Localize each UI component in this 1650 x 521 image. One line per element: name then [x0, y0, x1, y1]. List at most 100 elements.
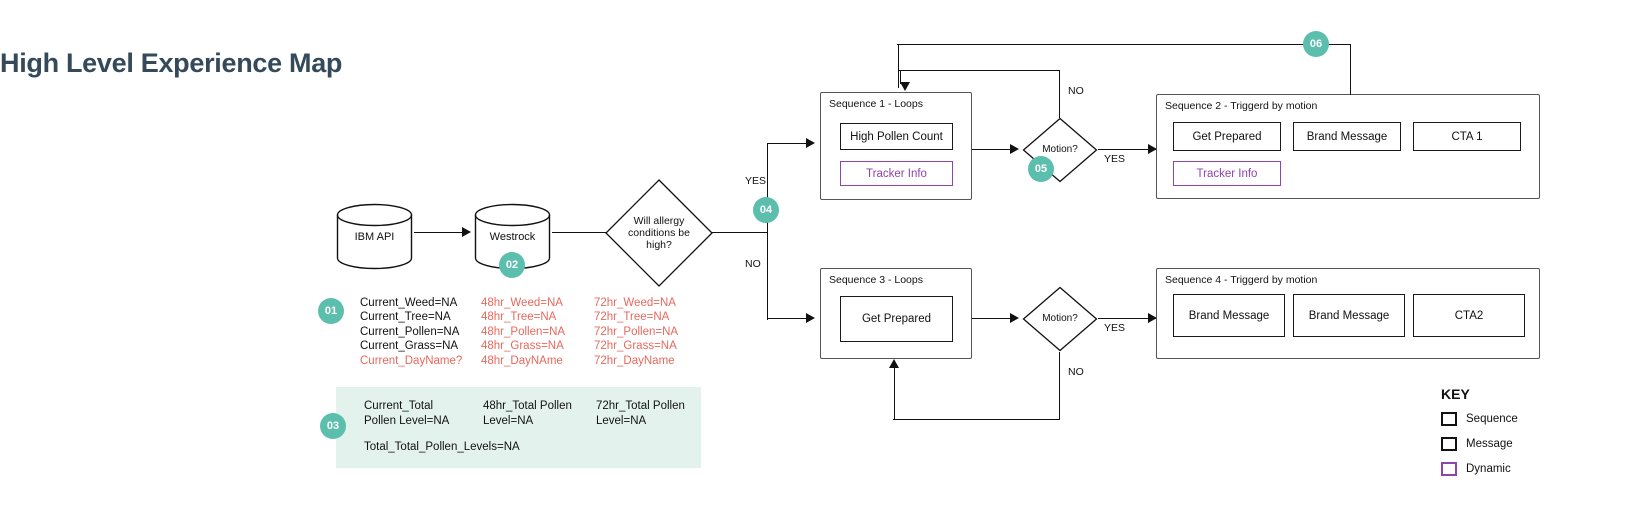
- message-cta2-seq4[interactable]: CTA2: [1413, 294, 1525, 337]
- message-brand-message-2-seq4[interactable]: Brand Message: [1293, 294, 1405, 337]
- decision-label-line-2: conditions be: [628, 227, 690, 239]
- diamond-shape: [1022, 286, 1098, 352]
- edge-motion-top-no-down: [900, 70, 901, 84]
- edge-label-yes-seq1: YES: [1104, 153, 1126, 165]
- sequence-1-title: Sequence 1 - Loops: [829, 98, 923, 110]
- totals-all-pollen-levels: Total_Total_Pollen_Levels=NA: [364, 441, 520, 453]
- key-item-dynamic: Dynamic: [1441, 462, 1641, 476]
- edge-label-yes-top: YES: [745, 175, 767, 187]
- edge-seq3-motion-arrowhead: [1010, 313, 1019, 323]
- database-westrock: Westrock: [474, 203, 551, 270]
- edge-seq3-motion: [972, 318, 1016, 319]
- decision-allergy-conditions-label: Will allergy conditions be high?: [604, 215, 714, 251]
- data-column-48hr: 48hr_Weed=NA 48hr_Tree=NA 48hr_Pollen=NA…: [481, 296, 565, 368]
- edge-motion-bottom-yes-arrowhead: [1148, 313, 1157, 323]
- data-current-weed: Current_Weed=NA: [360, 297, 458, 309]
- edge-motion-top-yes-arrowhead: [1148, 144, 1157, 154]
- edge-db1-db2-arrowhead: [462, 227, 471, 237]
- edge-label-yes-seq3: YES: [1104, 322, 1126, 334]
- edge-yes-to-seq1-arrowhead: [806, 138, 815, 148]
- edge-db2-decision: [552, 232, 622, 233]
- message-brand-message-seq2[interactable]: Brand Message: [1293, 122, 1401, 151]
- data-72hr-weed: 72hr_Weed=NA: [594, 297, 676, 309]
- dynamic-tracker-info-seq1[interactable]: Tracker Info: [840, 161, 953, 186]
- data-72hr-tree: 72hr_Tree=NA: [594, 311, 670, 324]
- message-cta1-seq2[interactable]: CTA 1: [1413, 122, 1521, 151]
- data-72hr-grass: 72hr_Grass=NA: [594, 340, 677, 353]
- decision-motion-bottom: Motion?: [1022, 286, 1098, 352]
- edge-label-no-seq3: NO: [1068, 366, 1084, 378]
- edge-motion-bottom-no-arrowhead: [889, 359, 899, 368]
- totals-48hr: 48hr_Total Pollen Level=NA: [483, 399, 572, 428]
- database-ibm-api: IBM API: [336, 203, 413, 270]
- edge-split-vertical: [767, 143, 768, 320]
- key-item-sequence: Sequence: [1441, 412, 1641, 426]
- key-item-message: Message: [1441, 437, 1641, 451]
- dynamic-tracker-info-seq2[interactable]: Tracker Info: [1173, 161, 1281, 186]
- key-swatch-sequence-icon: [1441, 412, 1457, 426]
- edge-seq1-motion: [972, 149, 1016, 150]
- totals-48hr-line-1: 48hr_Total Pollen: [483, 400, 572, 412]
- edge-motion-top-no-left: [899, 70, 1060, 71]
- data-72hr-pollen: 72hr_Pollen=NA: [594, 325, 679, 338]
- data-48hr-dayname: 48hr_DayNAme: [481, 354, 563, 367]
- message-high-pollen-count[interactable]: High Pollen Count: [840, 123, 953, 150]
- edge-no-to-seq3: [767, 318, 810, 319]
- edge-label-no-bottom: NO: [745, 258, 761, 270]
- edge-motion-bottom-no-left: [893, 419, 1060, 420]
- data-48hr-tree: 48hr_Tree=NA: [481, 311, 557, 324]
- edge-seq2-loop-down: [898, 44, 899, 88]
- decision-label-line-1: Will allergy: [633, 215, 685, 227]
- sequence-4-title: Sequence 4 - Triggerd by motion: [1165, 274, 1318, 286]
- badge-04: 04: [753, 197, 779, 223]
- key-label-message: Message: [1466, 438, 1513, 450]
- totals-current-line-1: Current_Total: [364, 400, 434, 412]
- edge-motion-top-no-up: [1059, 70, 1060, 118]
- edge-seq1-motion-arrowhead: [1010, 144, 1019, 154]
- key-label-dynamic: Dynamic: [1466, 463, 1511, 475]
- data-column-current: Current_Weed=NA Current_Tree=NA Current_…: [360, 296, 462, 368]
- totals-current-line-2: Pollen Level=NA: [364, 414, 450, 427]
- page-title: High Level Experience Map: [0, 48, 343, 78]
- cylinder-shape: [474, 203, 551, 270]
- decision-motion-top-label: Motion?: [1042, 144, 1078, 155]
- edge-loop-into-seq1-arrowhead: [900, 82, 910, 91]
- data-current-dayname: Current_DayName?: [360, 354, 463, 367]
- badge-01: 01: [318, 298, 344, 324]
- edge-motion-top-yes: [1098, 149, 1156, 150]
- diamond-shape: [605, 179, 713, 287]
- data-column-72hr: 72hr_Weed=NA 72hr_Tree=NA 72hr_Pollen=NA…: [594, 296, 678, 368]
- badge-02: 02: [499, 252, 525, 278]
- totals-72hr-line-1: 72hr_Total Pollen: [596, 400, 685, 412]
- edge-motion-bottom-no-down: [1059, 352, 1060, 420]
- sequence-2-title: Sequence 2 - Triggerd by motion: [1165, 100, 1318, 112]
- totals-current: Current_Total Pollen Level=NA: [364, 399, 449, 428]
- edge-label-no-seq1: NO: [1068, 85, 1084, 97]
- database-westrock-label: Westrock: [489, 230, 536, 243]
- message-get-prepared-seq3[interactable]: Get Prepared: [840, 296, 953, 342]
- data-current-tree: Current_Tree=NA: [360, 311, 451, 324]
- database-ibm-api-label: IBM API: [354, 230, 395, 243]
- key-label-sequence: Sequence: [1466, 413, 1518, 425]
- key-swatch-message-icon: [1441, 437, 1457, 451]
- key-title: KEY: [1441, 386, 1470, 402]
- edge-motion-bottom-yes: [1098, 318, 1156, 319]
- totals-panel: Current_Total Pollen Level=NA 48hr_Total…: [336, 387, 701, 468]
- edge-no-to-seq3-arrowhead: [806, 313, 815, 323]
- data-72hr-dayname: 72hr_DayName: [594, 354, 675, 367]
- badge-06: 06: [1303, 31, 1329, 57]
- data-48hr-pollen: 48hr_Pollen=NA: [481, 325, 566, 338]
- edge-db1-db2: [414, 232, 464, 233]
- data-current-grass: Current_Grass=NA: [360, 340, 459, 353]
- cylinder-shape: [336, 203, 413, 270]
- totals-72hr-line-2: Level=NA: [596, 414, 647, 427]
- data-48hr-weed: 48hr_Weed=NA: [481, 297, 563, 309]
- badge-03: 03: [320, 413, 346, 439]
- edge-decision-split: [712, 232, 768, 233]
- badge-05: 05: [1028, 156, 1054, 182]
- message-get-prepared-seq2[interactable]: Get Prepared: [1173, 122, 1281, 151]
- data-current-pollen: Current_Pollen=NA: [360, 325, 460, 338]
- decision-motion-bottom-label: Motion?: [1042, 313, 1078, 324]
- message-brand-message-1-seq4[interactable]: Brand Message: [1173, 294, 1285, 337]
- edge-seq2-loop-left: [897, 44, 1351, 45]
